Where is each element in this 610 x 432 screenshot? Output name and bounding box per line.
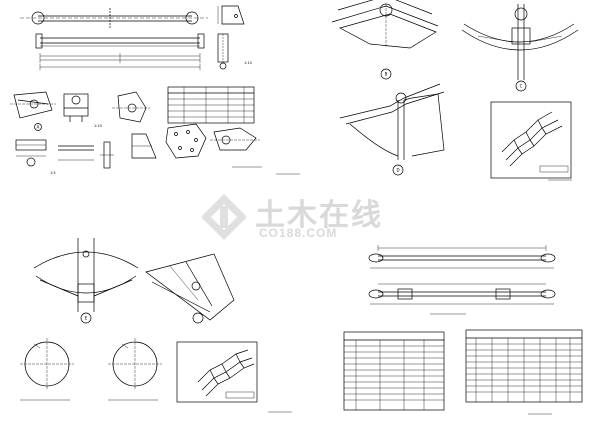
detail-bubble-b — [380, 68, 392, 80]
member-elevation-middle — [35, 33, 205, 63]
node-detail-c — [112, 91, 150, 123]
section-detail-1 — [15, 139, 47, 167]
pipe-section-2 — [108, 338, 162, 401]
scale-label-3: 1:5 — [50, 171, 56, 175]
detail-bubble-f — [192, 312, 204, 324]
node-plan-3 — [339, 83, 445, 160]
detail-label-a: A — [37, 125, 40, 130]
truss-isometric-2 — [176, 341, 258, 403]
truss-isometric-1 — [490, 101, 572, 179]
detail-label-b: B — [385, 72, 388, 77]
gusset-plate-2 — [165, 123, 207, 159]
detail-bubble-a — [34, 123, 42, 131]
section-detail-2 — [58, 145, 94, 161]
plate-detail-2 — [217, 33, 229, 70]
detail-bubble-c — [515, 80, 527, 92]
scale-label-1: 1:10 — [244, 61, 252, 65]
pipe-section-1 — [20, 338, 74, 401]
node-plan-5 — [145, 253, 235, 321]
detail-label-e: E — [85, 316, 88, 321]
material-table — [167, 86, 255, 124]
parts-table-right — [465, 329, 583, 403]
plate-detail-1 — [217, 5, 245, 25]
detail-label-d: D — [396, 168, 399, 173]
member-elevation-lower — [39, 64, 201, 70]
node-plan-2 — [461, 4, 579, 80]
gusset-plate-3 — [210, 127, 260, 151]
section-detail-3 — [100, 141, 114, 169]
node-detail-b — [63, 93, 89, 122]
node-detail-a — [10, 91, 56, 119]
detail-bubble-d — [392, 164, 404, 176]
member-elevation-top — [20, 8, 208, 28]
detail-bubble-e — [80, 312, 92, 324]
detail-label-c: C — [520, 84, 523, 89]
scale-label-2: 1:10 — [94, 124, 102, 128]
gusset-plate-1 — [131, 133, 157, 159]
parts-table-left — [343, 331, 445, 411]
rod-elevation-1 — [368, 245, 556, 269]
node-plan-4 — [33, 238, 139, 312]
node-plan-1 — [331, 0, 439, 49]
rod-elevation-2 — [368, 283, 556, 315]
